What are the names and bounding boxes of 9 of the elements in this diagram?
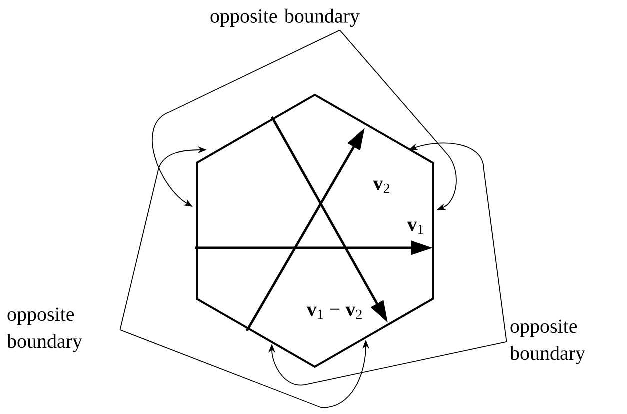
curved-arrow xyxy=(340,30,457,210)
vector-label: v$_{2}$ xyxy=(373,180,390,194)
curved-arrow xyxy=(152,30,340,207)
vector-label: v$_{1}$ − v$_{2}$ xyxy=(306,306,362,320)
curved-arrow xyxy=(268,342,508,386)
boundary-label: opposite boundary xyxy=(7,308,82,352)
vector-label: v$_{1}$ xyxy=(407,222,424,234)
boundary-label: opposite boundary xyxy=(210,8,360,28)
boundary-label: opposite boundary xyxy=(510,320,586,364)
